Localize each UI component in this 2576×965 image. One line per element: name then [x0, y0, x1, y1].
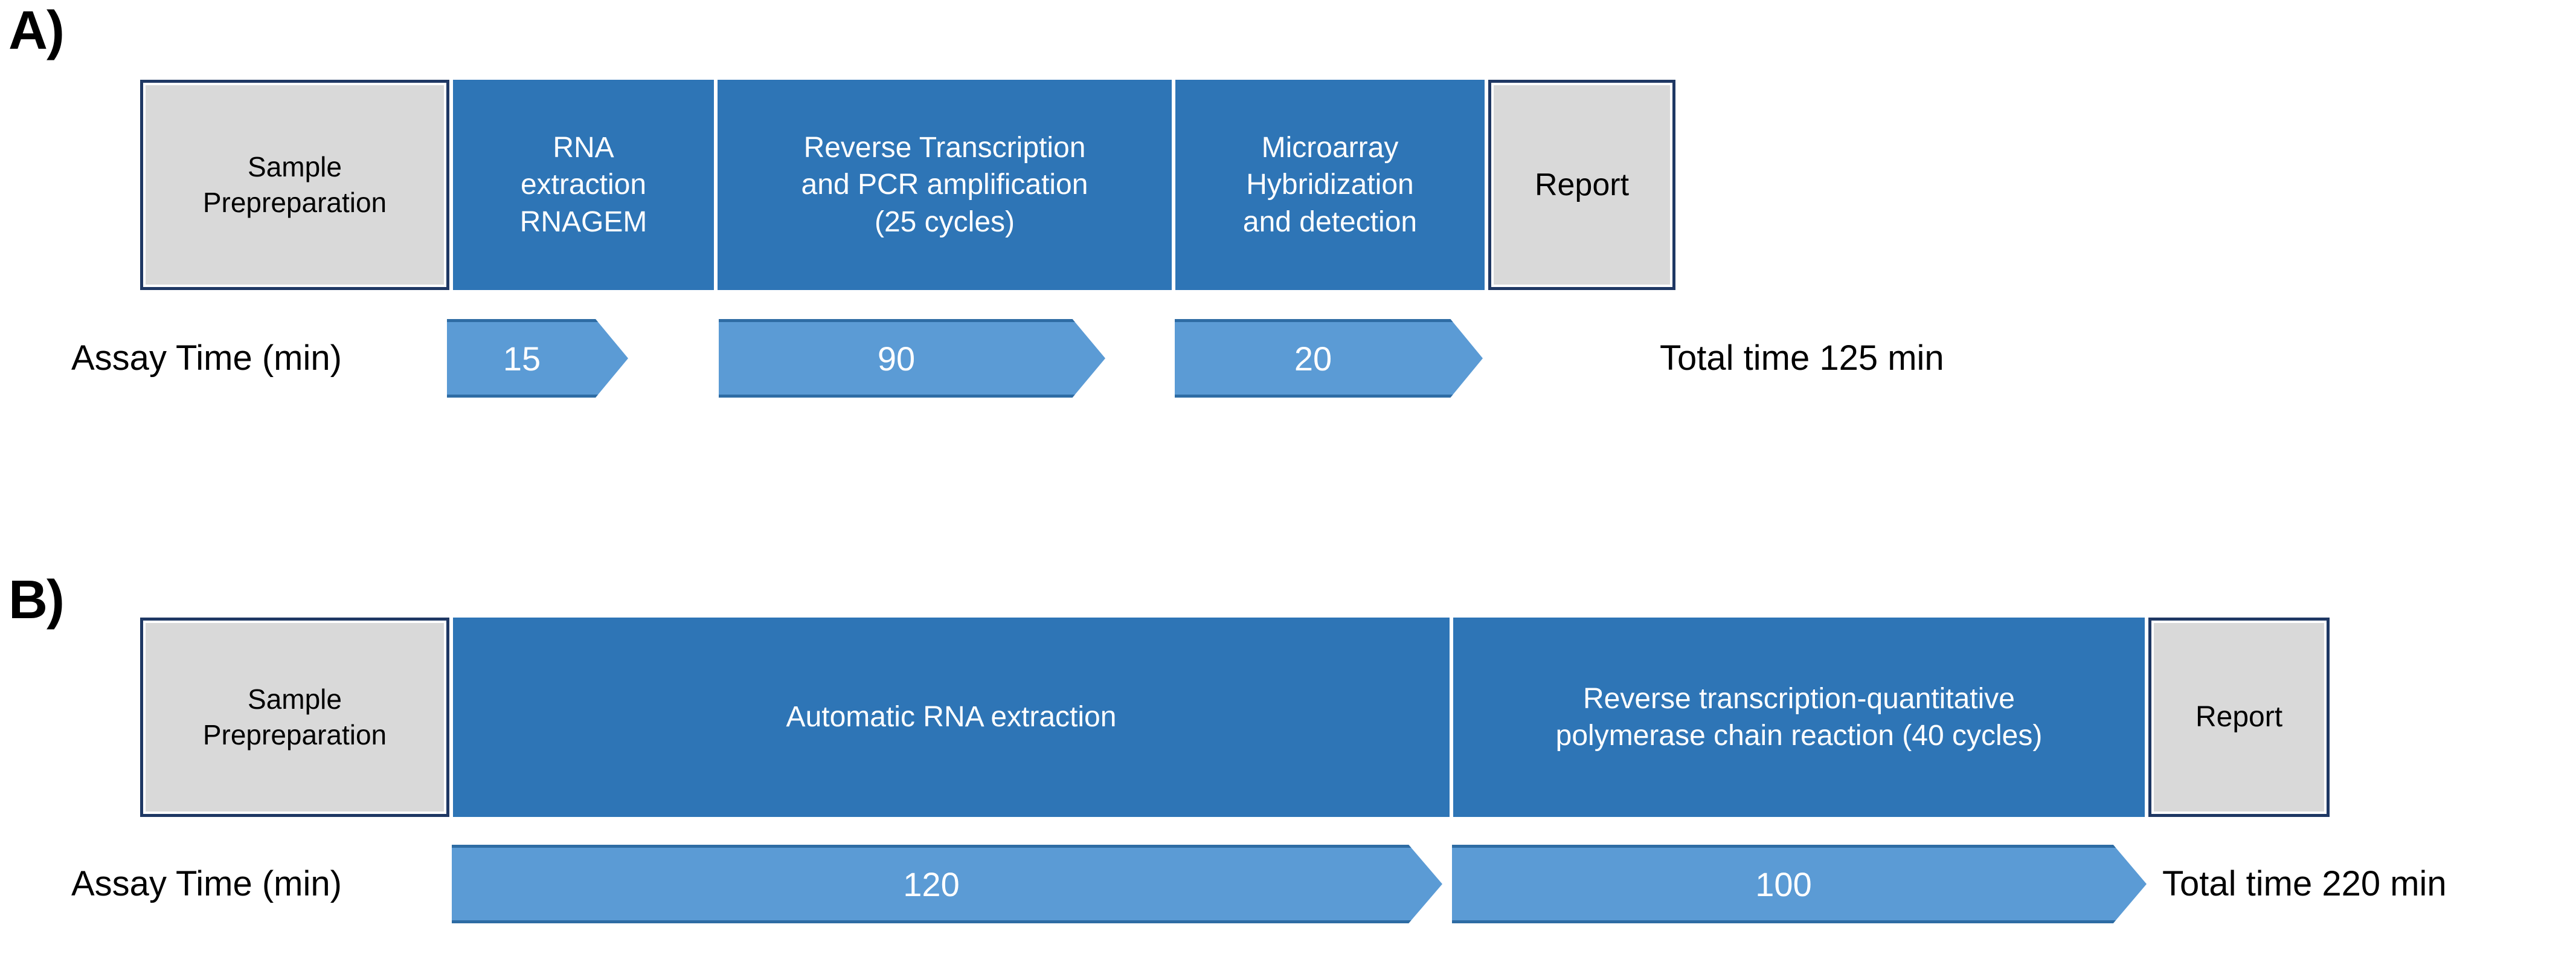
panel-b-step-report[interactable]: Report [2148, 618, 2330, 817]
time-value: 100 [1755, 865, 1812, 903]
panel-a-time-arrow-2[interactable]: 90 [719, 319, 1105, 398]
panel-b-assay-time-label: Assay Time (min) [71, 864, 342, 903]
time-value: 90 [877, 339, 916, 378]
panel-b-step-automatic-rna-extraction[interactable]: Automatic RNA extraction [453, 618, 1450, 817]
step-label: Automatic RNA extraction [786, 701, 1117, 734]
panel-a-assay-time-label: Assay Time (min) [71, 338, 342, 378]
time-value: 20 [1294, 339, 1332, 378]
panel-b-time-arrow-1[interactable]: 120 [452, 845, 1442, 923]
time-value: 15 [503, 339, 541, 378]
step-label: Report [2195, 701, 2283, 734]
panel-b-assay-time-row: Assay Time (min) 120 100 Total time 220 … [0, 845, 2576, 923]
panel-a-assay-time-row: Assay Time (min) 15 90 20 Total time 125… [0, 319, 2576, 398]
panel-b-time-arrow-2[interactable]: 100 [1452, 845, 2147, 923]
panel-a-total-time-label: Total time 125 min [1660, 338, 1944, 378]
panel-a-time-arrow-1[interactable]: 15 [447, 319, 628, 398]
panel-b-letter: B) [8, 570, 65, 630]
panel-a-letter: A) [8, 1, 65, 61]
panel-a-step-report[interactable]: Report [1488, 80, 1675, 290]
time-value: 120 [903, 865, 960, 903]
panel-b-total-time-label: Total time 220 min [2162, 864, 2447, 903]
panel-a-time-arrow-3[interactable]: 20 [1175, 319, 1483, 398]
step-label: Report [1534, 167, 1630, 202]
